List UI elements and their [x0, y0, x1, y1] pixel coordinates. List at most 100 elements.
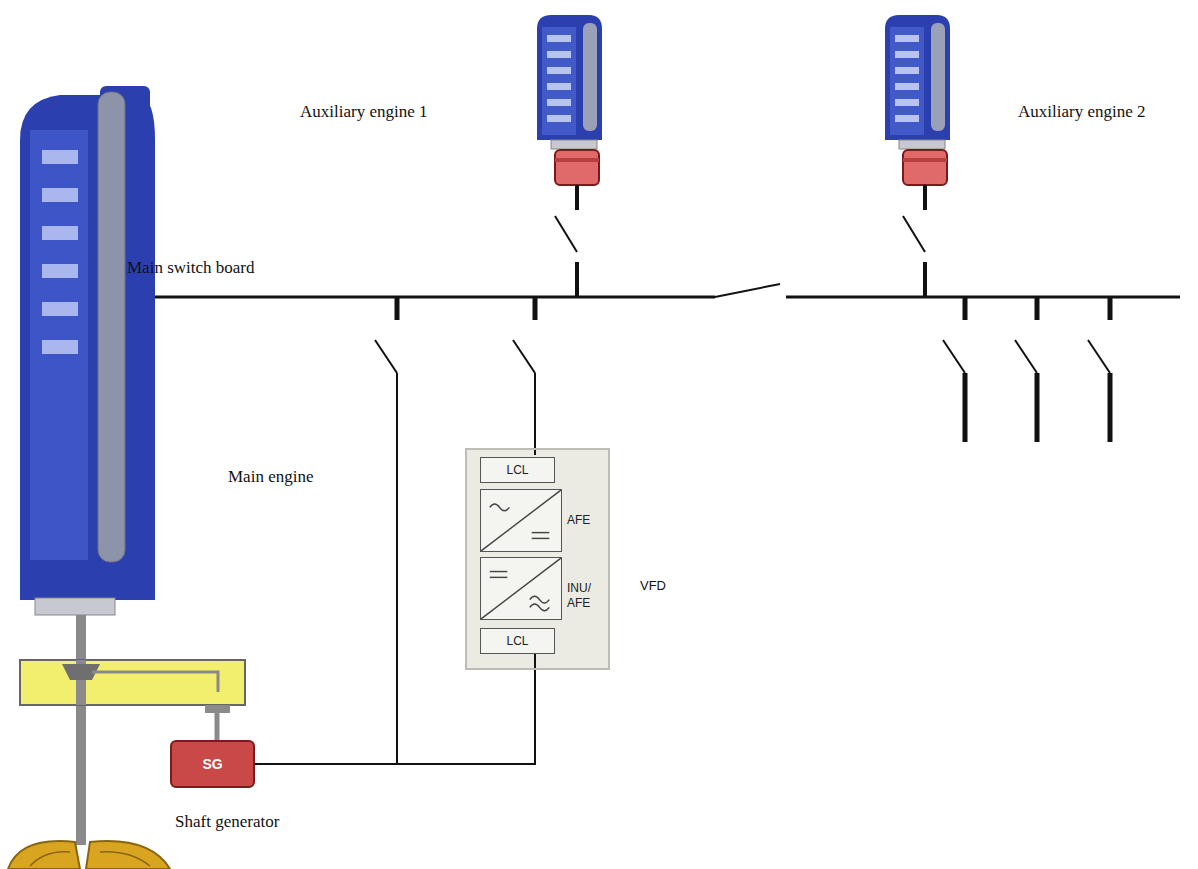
breaker-switch-part	[555, 216, 577, 252]
breaker-switch-part	[923, 185, 927, 210]
auxiliary-engine-part	[895, 83, 919, 90]
feeder-switch-part	[963, 373, 968, 442]
propeller-shaft-part	[76, 615, 86, 845]
propeller-part	[30, 852, 70, 866]
gearbox-part	[205, 705, 230, 713]
gearbox	[20, 660, 245, 740]
ac-sign	[530, 604, 550, 611]
ac-sign	[530, 596, 550, 603]
auxiliary-engine	[537, 15, 602, 185]
converter-symbol	[481, 490, 561, 551]
converter-symbol	[481, 558, 561, 619]
feeder-switch-part	[395, 297, 400, 320]
converter-symbol	[481, 490, 561, 551]
engine-label: Auxiliary engine 2	[1018, 102, 1145, 122]
auxiliary-engine-part	[547, 67, 571, 74]
feeder-switch-part	[1088, 340, 1110, 373]
main-engine-part	[20, 95, 155, 600]
auxiliary-engine-part	[931, 23, 945, 131]
gearbox-part	[20, 660, 245, 705]
feeder-switch-part	[1108, 373, 1113, 442]
engine-label: Main engine	[228, 467, 313, 487]
propeller	[8, 841, 170, 869]
generator-box: SG	[170, 740, 255, 788]
feeder-switch-part	[513, 340, 535, 373]
converter-afe: AFE	[480, 489, 562, 552]
gearbox-part	[92, 672, 218, 692]
feeder-switch-part	[963, 297, 968, 320]
feeder-switch-part	[1108, 297, 1113, 320]
main-engine-part	[30, 130, 88, 560]
breaker-switch-part	[903, 216, 925, 252]
auxiliary-engine-part	[903, 158, 947, 162]
feeder-switch-part	[396, 373, 398, 764]
main-engine-part	[35, 598, 115, 615]
auxiliary-engine-part	[537, 15, 602, 140]
vfd-panel-ground	[465, 448, 610, 670]
power-cable	[255, 654, 535, 764]
auxiliary-engine-part	[885, 15, 950, 140]
converter-diagonal	[481, 558, 561, 619]
auxiliary-engine-part	[551, 140, 597, 149]
feeder-switch-part	[534, 373, 536, 455]
auxiliary-engine-part	[903, 150, 947, 185]
main-engine-part	[42, 264, 78, 278]
propeller-part	[100, 852, 150, 866]
busbar-part	[88, 296, 715, 299]
propeller-part	[8, 841, 80, 869]
node-text: AFE	[567, 513, 590, 528]
engine-label: Auxiliary engine 1	[300, 102, 427, 122]
node-text: SG	[202, 756, 222, 772]
lcl-filter: LCL	[480, 457, 555, 483]
node-text: LCL	[506, 463, 528, 477]
auxiliary-engine-part	[555, 150, 599, 185]
node-text: VFD	[640, 578, 666, 593]
node-text: Shaft generator	[175, 812, 310, 832]
feeder-switch-part	[533, 297, 538, 320]
node-text: INU/ AFE	[567, 581, 591, 611]
feeder-switch-part	[1035, 297, 1040, 320]
gearbox-part	[215, 713, 220, 740]
auxiliary-engine-part	[895, 51, 919, 58]
auxiliary-engine-part	[895, 67, 919, 74]
main-engine-part	[42, 188, 78, 202]
auxiliary-engine-part	[547, 115, 571, 122]
auxiliary-engine-part	[547, 99, 571, 106]
auxiliary-engine-part	[895, 35, 919, 42]
feeder-switch-part	[943, 340, 965, 373]
auxiliary-engine-part	[547, 51, 571, 58]
main-engine-part	[42, 340, 78, 354]
dc-sign	[490, 571, 508, 572]
main-engine-part	[42, 226, 78, 240]
feeder-switch	[375, 297, 1110, 764]
dc-sign	[490, 577, 508, 578]
auxiliary-engine-part	[583, 23, 597, 131]
breaker-switch-part	[575, 262, 579, 297]
converter-symbol	[481, 558, 561, 619]
busbar	[88, 284, 1180, 297]
shaft-generator: SG Shaft generator	[160, 740, 310, 832]
converter-diagonal	[481, 490, 561, 551]
breaker-switch-part	[575, 185, 579, 210]
auxiliary-engine-part	[890, 27, 924, 135]
feeder-switch-part	[1035, 373, 1040, 442]
converter-inu: INU/ AFE	[480, 557, 562, 620]
auxiliary-engine	[885, 15, 950, 185]
feeder-switch-part	[1015, 340, 1037, 373]
auxiliary-engine-part	[555, 158, 599, 162]
main-engine-part	[98, 92, 125, 562]
main-engine-part	[42, 302, 78, 316]
lcl-filter: LCL	[480, 628, 555, 654]
dc-sign	[532, 532, 550, 533]
auxiliary-engine-part	[542, 27, 576, 135]
auxiliary-engine-part	[895, 115, 919, 122]
main-engine-part	[42, 150, 78, 164]
busbar-part	[786, 296, 1180, 299]
auxiliary-engine-part	[899, 140, 945, 149]
busbar-part	[715, 284, 780, 297]
